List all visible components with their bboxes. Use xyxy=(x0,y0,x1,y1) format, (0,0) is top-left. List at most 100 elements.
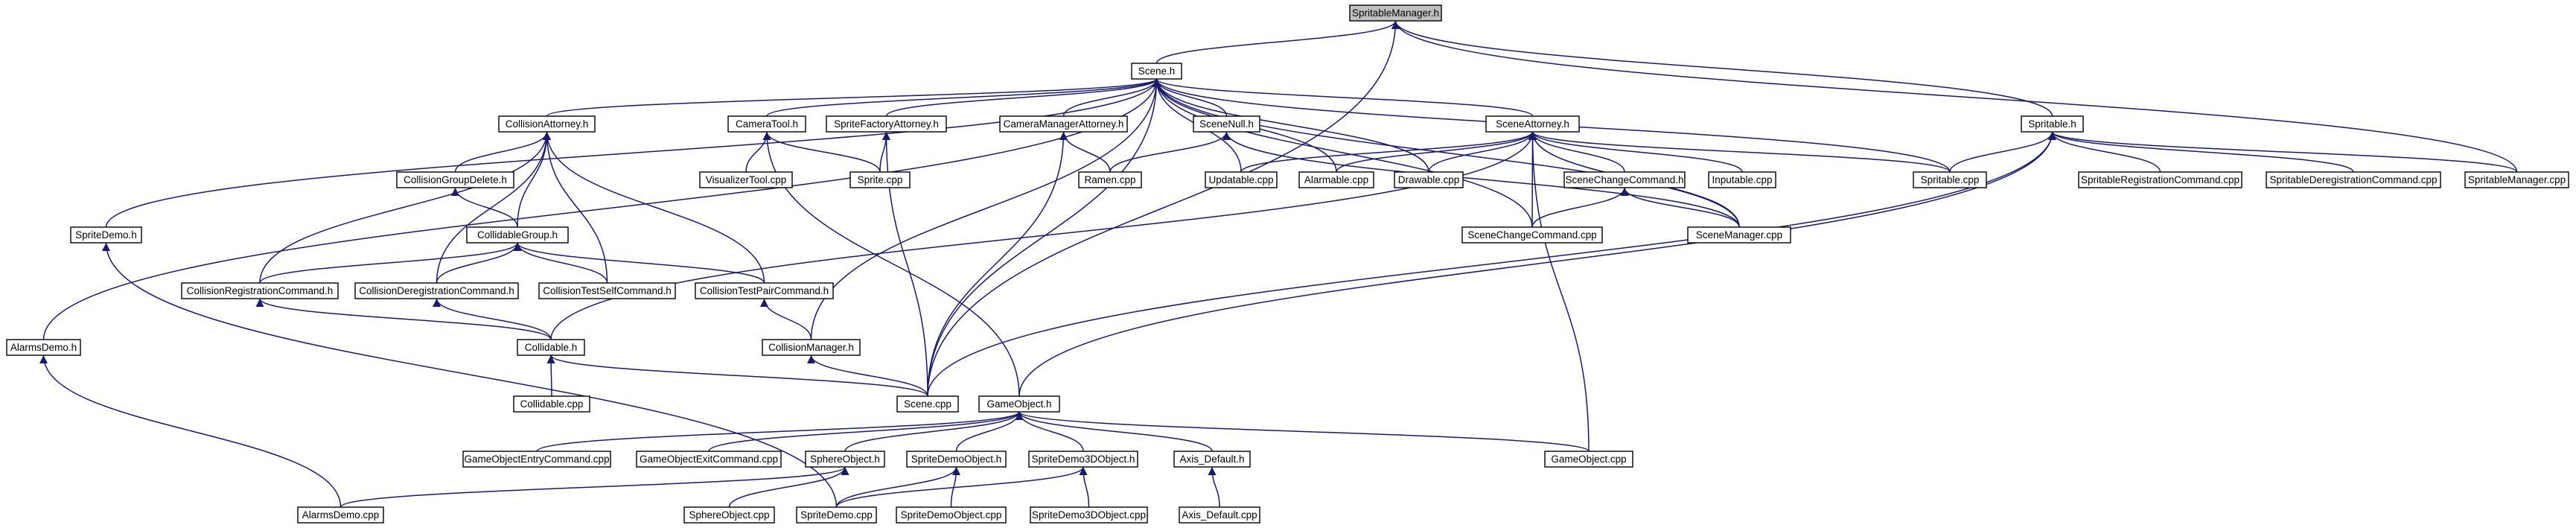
node-box xyxy=(999,115,1128,133)
node-scene-change-command-cpp[interactable]: SceneChangeCommand.cpp xyxy=(1461,226,1603,244)
node-label: AlarmsDemo.h xyxy=(10,342,77,353)
node-label: Axis_Default.cpp xyxy=(1182,509,1257,521)
node-label: SceneAttorney.h xyxy=(1496,118,1569,130)
node-sprite-cpp[interactable]: Sprite.cpp xyxy=(849,171,911,188)
node-collision-manager-h[interactable]: CollisionManager.h xyxy=(762,339,861,356)
node-label: SphereObject.h xyxy=(810,454,880,465)
node-label: AlarmsDemo.cpp xyxy=(302,509,380,521)
node-box xyxy=(517,339,585,356)
node-spritable-manager-cpp[interactable]: SpritableManager.cpp xyxy=(2464,171,2569,188)
node-sprite-demo-3d-object-h[interactable]: SpriteDemo3DObject.h xyxy=(1028,451,1138,468)
edge-layer xyxy=(39,20,2518,508)
node-box xyxy=(699,171,793,188)
node-spritable-h[interactable]: Spritable.h xyxy=(2021,115,2084,133)
node-box xyxy=(354,282,519,299)
node-label: SceneChangeCommand.h xyxy=(1565,174,1683,185)
node-updatable-cpp[interactable]: Updatable.cpp xyxy=(1205,171,1278,188)
node-scene-manager-cpp[interactable]: SceneManager.cpp xyxy=(1687,226,1791,244)
node-collidable-cpp[interactable]: Collidable.cpp xyxy=(513,395,590,413)
node-label: SpritableRegistrationCommand.cpp xyxy=(2081,174,2239,185)
node-visualizer-tool-cpp[interactable]: VisualizerTool.cpp xyxy=(699,171,793,188)
node-drawable-cpp[interactable]: Drawable.cpp xyxy=(1394,171,1464,188)
node-sprite-demo-cpp[interactable]: SpriteDemo.cpp xyxy=(796,506,877,524)
node-spritable-manager-h[interactable]: SpritableManager.h xyxy=(1349,4,1442,22)
node-collidable-group-h[interactable]: CollidableGroup.h xyxy=(466,226,569,244)
node-scene-null-h[interactable]: SceneNull.h xyxy=(1193,115,1260,133)
node-collision-test-pair-command-h[interactable]: CollisionTestPairCommand.h xyxy=(695,282,834,299)
node-label: GameObjectEntryCommand.cpp xyxy=(464,454,609,465)
node-collision-deregistration-command-h[interactable]: CollisionDeregistrationCommand.h xyxy=(354,282,519,299)
node-label: CollisionTestPairCommand.h xyxy=(700,285,829,296)
node-label: SceneManager.cpp xyxy=(1696,229,1782,241)
node-scene-cpp[interactable]: Scene.cpp xyxy=(896,395,959,413)
node-sprite-demo-object-cpp[interactable]: SpriteDemoObject.cpp xyxy=(896,506,1007,524)
node-sprite-demo-h[interactable]: SpriteDemo.h xyxy=(70,226,142,244)
edge-scene-cpp-to-spritable-manager-h xyxy=(927,20,1400,397)
node-box xyxy=(796,506,877,524)
node-label: SpritableManager.cpp xyxy=(2468,174,2566,185)
node-sprite-demo-object-h[interactable]: SpriteDemoObject.h xyxy=(906,451,1007,468)
edge-game-object-h-to-spritable-h xyxy=(1018,131,2056,397)
node-label: CollisionTestSelfCommand.h xyxy=(543,285,672,296)
edge-scene-cpp-to-camera-manager-attorney-h xyxy=(927,131,1068,397)
node-sprite-demo-3d-object-cpp[interactable]: SpriteDemo3DObject.cpp xyxy=(1030,506,1148,524)
edge-spritable-manager-cpp-to-spritable-manager-h xyxy=(1391,20,2518,173)
node-label: Ramen.cpp xyxy=(1084,174,1135,185)
node-box xyxy=(727,115,806,133)
node-box xyxy=(1179,506,1260,524)
edge-scene-manager-cpp-to-scene-change-command-h xyxy=(1620,187,1740,228)
edge-ramen-cpp-to-scene-null-h xyxy=(1109,131,1231,173)
edge-spritable-manager-cpp-to-spritable-h xyxy=(2048,131,2518,173)
node-scene-change-command-h[interactable]: SceneChangeCommand.h xyxy=(1563,171,1686,188)
node-alarms-demo-cpp[interactable]: AlarmsDemo.cpp xyxy=(297,506,384,524)
edge-alarms-demo-cpp-to-sphere-object-h xyxy=(339,466,849,508)
edge-scene-manager-cpp-to-scene-h xyxy=(1152,78,1740,228)
node-sphere-object-h[interactable]: SphereObject.h xyxy=(805,451,885,468)
node-ramen-cpp[interactable]: Ramen.cpp xyxy=(1078,171,1142,188)
node-game-object-entry-command-cpp[interactable]: GameObjectEntryCommand.cpp xyxy=(462,451,611,468)
node-box xyxy=(1131,63,1182,80)
node-inputable-cpp[interactable]: Inputable.cpp xyxy=(1708,171,1776,188)
node-alarmable-cpp[interactable]: Alarmable.cpp xyxy=(1298,171,1374,188)
node-collision-group-delete-h[interactable]: CollisionGroupDelete.h xyxy=(396,171,514,188)
node-sprite-factory-attorney-h[interactable]: SpriteFactoryAttorney.h xyxy=(826,115,947,133)
node-label: SpriteDemo3DObject.h xyxy=(1032,454,1135,465)
node-box xyxy=(1298,171,1374,188)
node-game-object-h[interactable]: GameObject.h xyxy=(978,395,1060,413)
node-game-object-exit-command-cpp[interactable]: GameObjectExitCommand.cpp xyxy=(636,451,782,468)
node-spritable-cpp[interactable]: Spritable.cpp xyxy=(1913,171,1987,188)
edge-collision-deregistration-command-h-to-collidable-group-h xyxy=(436,242,522,284)
node-sphere-object-cpp[interactable]: SphereObject.cpp xyxy=(683,506,775,524)
node-collidable-h[interactable]: Collidable.h xyxy=(517,339,585,356)
node-label: SpritableManager.h xyxy=(1352,7,1439,19)
edge-collision-group-delete-h-to-collision-attorney-h xyxy=(454,131,551,173)
edge-collision-deregistration-command-h-to-collision-attorney-h xyxy=(436,131,551,284)
edge-scene-cpp-to-collidable-h xyxy=(546,354,928,397)
node-box xyxy=(1485,115,1580,133)
node-alarms-demo-h[interactable]: AlarmsDemo.h xyxy=(6,339,81,356)
node-collision-test-self-command-h[interactable]: CollisionTestSelfCommand.h xyxy=(538,282,676,299)
node-collision-attorney-h[interactable]: CollisionAttorney.h xyxy=(498,115,596,133)
edge-collision-test-self-command-h-to-collidable-group-h xyxy=(513,242,608,284)
node-axis-default-cpp[interactable]: Axis_Default.cpp xyxy=(1179,506,1260,524)
node-label: Collidable.h xyxy=(525,342,578,353)
node-camera-manager-attorney-h[interactable]: CameraManagerAttorney.h xyxy=(999,115,1128,133)
node-scene-attorney-h[interactable]: SceneAttorney.h xyxy=(1485,115,1580,133)
node-camera-tool-h[interactable]: CameraTool.h xyxy=(727,115,806,133)
node-box xyxy=(896,395,959,413)
node-box xyxy=(695,282,834,299)
node-label: SpriteDemo.cpp xyxy=(800,509,873,521)
node-axis-default-h[interactable]: Axis_Default.h xyxy=(1173,451,1251,468)
edge-sprite-cpp-to-camera-tool-h xyxy=(762,131,881,173)
node-game-object-cpp[interactable]: GameObject.cpp xyxy=(1544,451,1633,468)
node-label: Updatable.cpp xyxy=(1208,174,1273,185)
node-spritable-deregistration-command-cpp[interactable]: SpritableDeregistrationCommand.cpp xyxy=(2266,171,2441,188)
edge-alarms-demo-h-to-scene-h xyxy=(42,78,1161,340)
node-scene-h[interactable]: Scene.h xyxy=(1131,63,1182,80)
edge-scene-cpp-to-collision-manager-h xyxy=(807,354,928,397)
node-spritable-registration-command-cpp[interactable]: SpritableRegistrationCommand.cpp xyxy=(2078,171,2242,188)
node-box xyxy=(1349,4,1442,22)
node-collision-registration-command-h[interactable]: CollisionRegistrationCommand.h xyxy=(181,282,339,299)
edge-collision-attorney-h-to-scene-h xyxy=(546,78,1161,117)
node-box xyxy=(462,451,611,468)
